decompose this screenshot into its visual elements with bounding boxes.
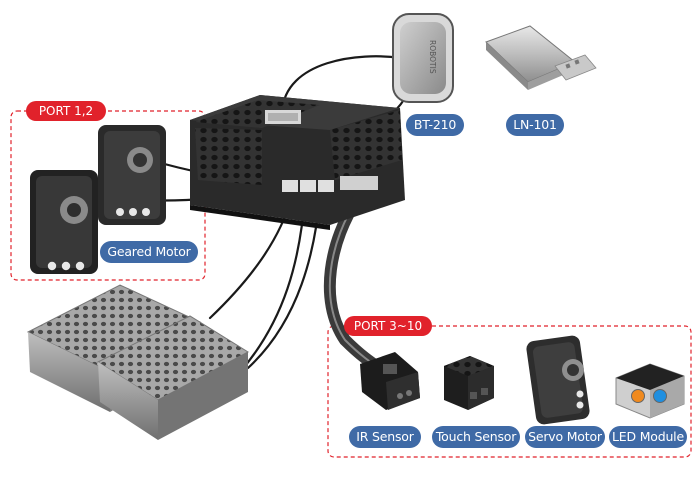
ir-sensor-label: IR Sensor — [349, 426, 421, 448]
battery-pack-front — [96, 315, 250, 440]
ir-sensor-device — [360, 352, 420, 410]
port-1-2-tag: PORT 1,2 — [26, 101, 106, 121]
led-module-device — [615, 363, 685, 419]
servo-motor-label: Servo Motor — [525, 426, 605, 448]
touch-sensor-device — [444, 356, 494, 410]
geared-motor-front — [30, 170, 98, 274]
port-3-10-tag: PORT 3~10 — [344, 316, 432, 336]
geared-motor-label: Geared Motor — [100, 241, 198, 263]
sensor-cable — [323, 192, 391, 378]
led-module-label: LED Module — [609, 426, 687, 448]
bt-210-module: ROBOTIS — [392, 13, 454, 103]
bt-module-marking: ROBOTIS — [428, 40, 437, 74]
controller — [190, 95, 405, 230]
bt-210-label: BT-210 — [406, 114, 464, 136]
port-3-10-group-box — [327, 325, 692, 458]
touch-sensor-label: Touch Sensor — [432, 426, 520, 448]
geared-motor-back — [98, 125, 166, 225]
ln-101-dongle — [485, 25, 597, 90]
ln-101-label: LN-101 — [506, 114, 564, 136]
servo-motor-device — [526, 335, 590, 425]
